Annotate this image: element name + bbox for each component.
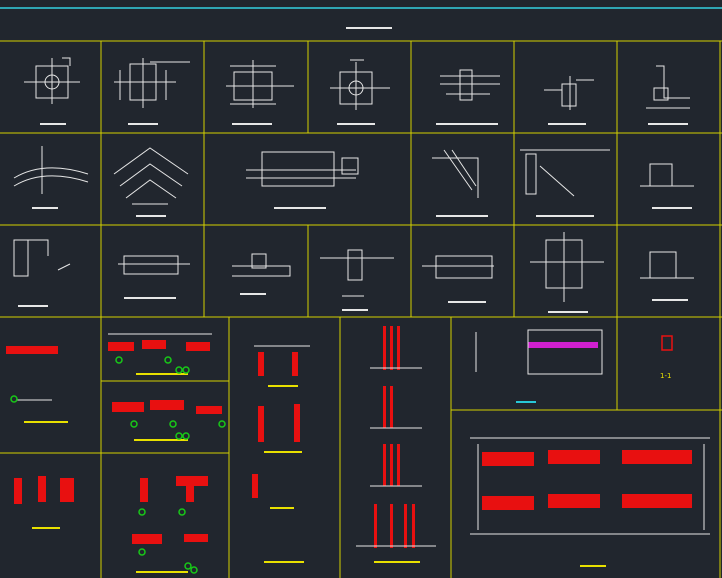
detail-row-1 bbox=[24, 57, 690, 125]
green-markers bbox=[10, 356, 226, 574]
rebar-sections bbox=[6, 326, 692, 548]
section-label-underlines bbox=[24, 373, 606, 573]
detail-row-3 bbox=[13, 232, 694, 313]
lower-structure-lines bbox=[16, 329, 710, 547]
detail-label-1-1: 1-1 bbox=[660, 372, 671, 380]
detail-row-2 bbox=[13, 146, 694, 217]
drawing-frame-grid bbox=[0, 40, 722, 578]
